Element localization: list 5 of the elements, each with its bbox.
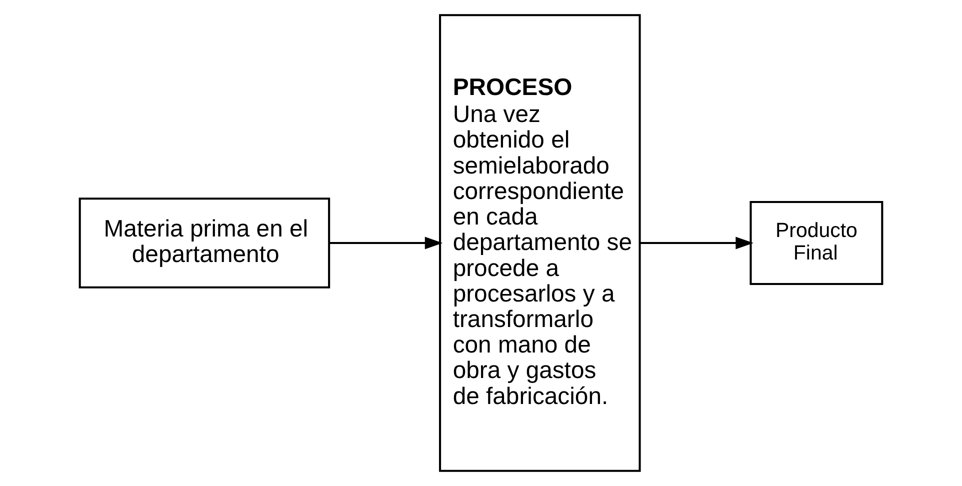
node-box: PROCESO Una vez obtenido el semielaborado correspondiente en cada departamento se procede a procesarlos y a transformarlo con mano de obra y gastos de fabricación. [439, 14, 641, 472]
node-box: Producto Final [750, 201, 884, 285]
arrow [329, 236, 443, 250]
arrow [640, 236, 754, 250]
node-box: Materia prima en el departamento [78, 198, 330, 288]
